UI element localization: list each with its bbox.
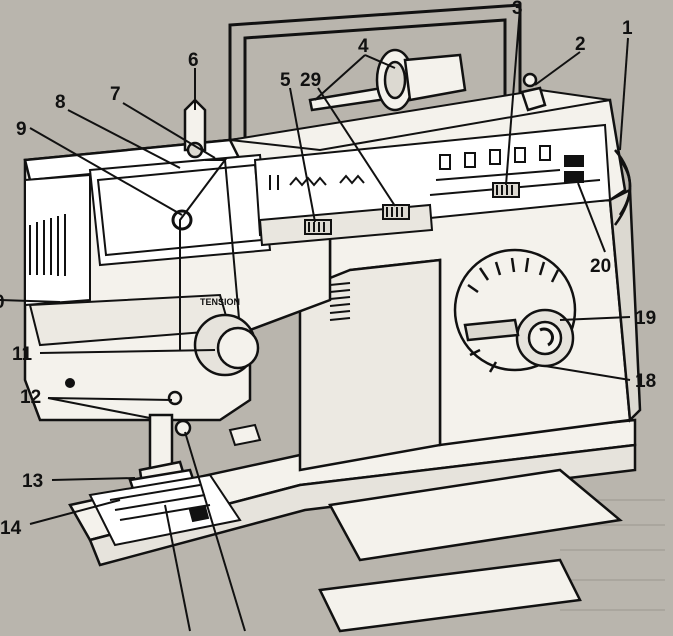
spool-and-winder [308, 48, 547, 112]
callout-19: 19 [635, 308, 656, 329]
tension-label: TENSION [200, 297, 240, 307]
thread-path [171, 159, 241, 350]
callout-11: 11 [12, 344, 33, 365]
callout-4: 4 [358, 36, 369, 57]
callout-5: 5 [280, 70, 291, 91]
top-cover [229, 88, 611, 152]
callout-12: 12 [20, 387, 41, 408]
callout-29: 29 [300, 70, 321, 91]
stitch-length-dial [453, 248, 577, 373]
callout-2: 2 [575, 34, 586, 55]
callout-8: 8 [55, 92, 66, 113]
callout-6: 6 [188, 50, 199, 71]
carry-handle [228, 3, 522, 140]
column-vents [329, 282, 351, 321]
callout-labels: 1 2 3 4 5 29 6 7 8 9 0 11 12 13 14 18 19… [0, 0, 656, 539]
callout-18: 18 [635, 371, 656, 392]
selector-knobs [304, 182, 520, 235]
callout-13: 13 [22, 471, 43, 492]
callout-10: 0 [0, 292, 5, 313]
tension-dial: TENSION [193, 297, 260, 377]
callout-20: 20 [590, 256, 611, 277]
accessory-clip [228, 423, 262, 447]
leader-lines [0, 7, 631, 632]
callout-14: 14 [0, 518, 22, 539]
callout-1: 1 [622, 18, 633, 39]
callout-9: 9 [16, 119, 27, 140]
hand-wheel [613, 149, 632, 226]
machine-base [68, 418, 637, 633]
thread-guide-post [183, 98, 207, 159]
callout-3: 3 [512, 0, 523, 19]
callout-7: 7 [110, 84, 121, 105]
